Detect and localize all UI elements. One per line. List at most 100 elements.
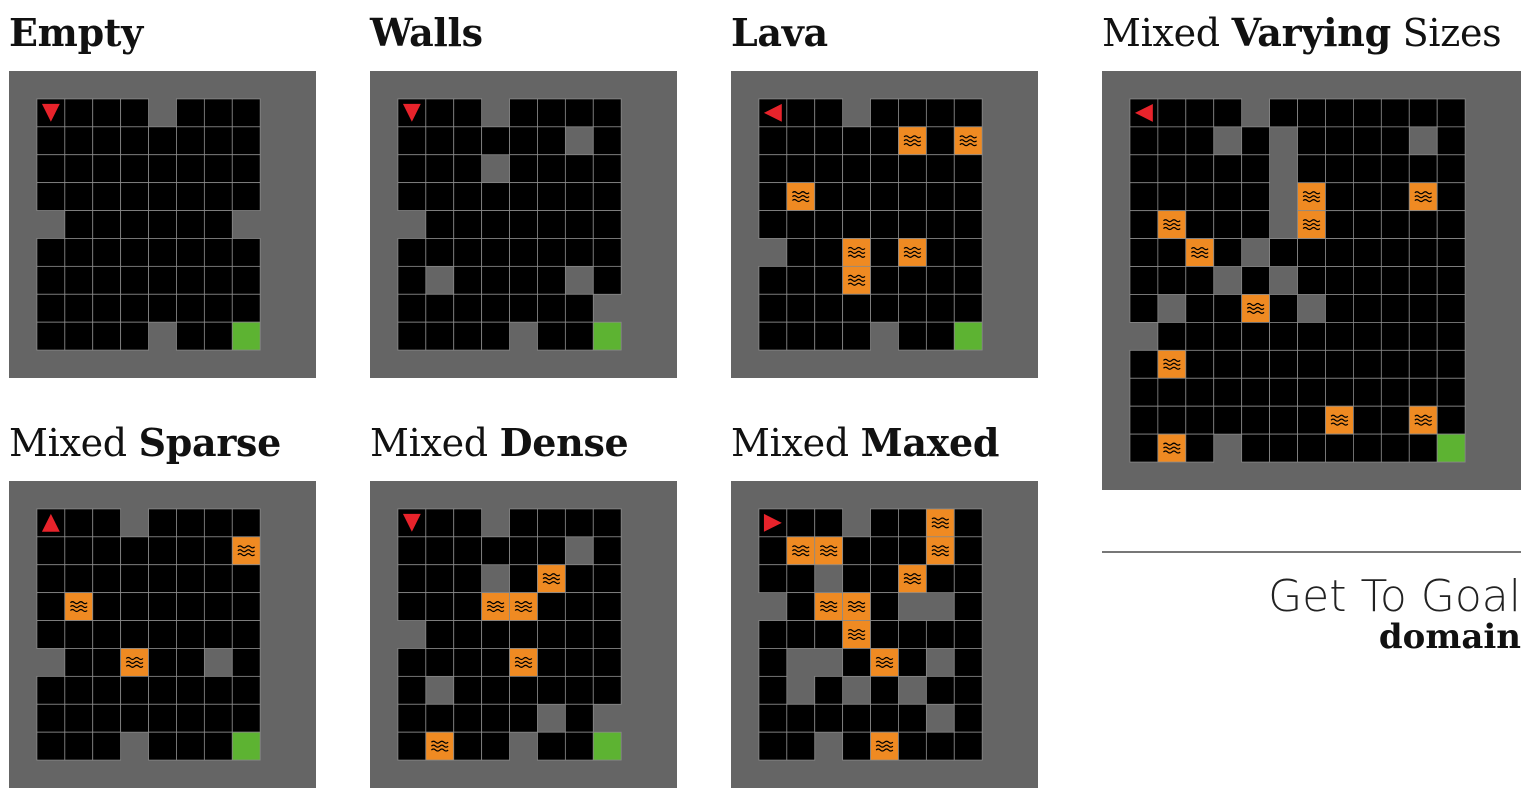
floor-cell: [953, 675, 983, 705]
floor-cell: [1269, 405, 1298, 435]
floor-cell: [786, 731, 816, 761]
lava-wave-icon: [514, 608, 533, 613]
floor-cell: [1380, 405, 1410, 435]
panel-title: Mixed Sparse: [9, 420, 282, 465]
floor-cell: [953, 536, 983, 566]
floor-cell: [1213, 321, 1243, 351]
floor-cell: [148, 265, 177, 295]
floor-cell: [953, 293, 983, 323]
floor-cell: [786, 210, 816, 239]
floor-cell: [231, 98, 261, 128]
floor-cell: [453, 321, 483, 351]
floor-cell: [481, 648, 510, 677]
floor-cell: [786, 592, 816, 621]
lava-wave-icon: [1163, 358, 1181, 362]
floor-cell: [120, 182, 149, 211]
floor-cell: [786, 238, 816, 267]
lava-wave-icon: [237, 545, 256, 549]
lava-wave-icon: [847, 278, 866, 282]
floor-cell: [758, 731, 788, 761]
lava-wave-icon: [931, 521, 950, 525]
lava-wave-icon: [819, 545, 838, 549]
floor-cell: [564, 703, 594, 733]
floor-cell: [1380, 377, 1410, 407]
floor-cell: [564, 293, 594, 323]
floor-cell: [925, 238, 955, 267]
lava-wave-icon: [486, 604, 505, 609]
floor-cell: [509, 238, 538, 267]
lava-wave-icon: [847, 282, 866, 286]
floor-cell: [898, 293, 927, 323]
floor-cell: [870, 98, 899, 128]
lava-wave-icon: [847, 246, 866, 251]
floor-cell: [203, 703, 233, 733]
floor-cell: [509, 98, 538, 128]
floor-cell: [1297, 154, 1326, 184]
floor-cell: [1213, 294, 1243, 323]
lava-wave-icon: [931, 517, 950, 521]
floor-cell: [176, 293, 205, 323]
floor-cell: [953, 182, 983, 211]
floor-cell: [92, 238, 122, 267]
gridworld-mixed-dense: [370, 481, 677, 788]
floor-cell: [814, 210, 844, 239]
floor-cell: [509, 265, 538, 295]
floor-cell: [1380, 321, 1410, 351]
lava-wave-icon: [1163, 450, 1181, 454]
floor-cell: [1129, 349, 1159, 379]
floor-cell: [1185, 154, 1215, 184]
floor-cell: [453, 536, 483, 566]
floor-cell: [453, 703, 483, 733]
floor-cell: [814, 703, 844, 733]
floor-cell: [786, 154, 816, 184]
floor-cell: [537, 675, 566, 705]
floor-cell: [786, 620, 816, 649]
floor-cell: [870, 182, 899, 211]
panel-title: Mixed Dense: [370, 420, 629, 465]
lava-wave-icon: [791, 553, 810, 557]
caption-subtitle: domain: [1378, 617, 1521, 658]
floor-cell: [870, 126, 899, 156]
floor-cell: [870, 154, 899, 184]
floor-cell: [64, 126, 94, 156]
floor-cell: [1241, 182, 1271, 212]
lava-wave-icon: [903, 135, 922, 139]
floor-cell: [509, 210, 538, 239]
floor-cell: [564, 675, 594, 705]
floor-cell: [758, 703, 788, 733]
lava-wave-icon: [1302, 195, 1321, 199]
floor-cell: [120, 592, 149, 621]
floor-cell: [453, 293, 483, 323]
floor-cell: [1157, 126, 1187, 156]
floor-cell: [870, 675, 899, 705]
floor-cell: [92, 703, 122, 733]
floor-cell: [231, 508, 261, 538]
lava-wave-icon: [486, 608, 505, 613]
floor-cell: [120, 98, 149, 128]
lava-wave-icon: [125, 660, 144, 665]
floor-cell: [397, 154, 427, 184]
floor-cell: [203, 592, 233, 621]
floor-cell: [176, 321, 205, 351]
floor-cell: [92, 536, 122, 566]
lava-wave-icon: [1163, 219, 1181, 223]
floor-cell: [231, 154, 261, 184]
floor-cell: [64, 154, 94, 184]
floor-cell: [1352, 294, 1382, 323]
floor-cell: [509, 675, 538, 705]
floor-cell: [953, 508, 983, 538]
floor-cell: [425, 592, 455, 621]
floor-cell: [509, 293, 538, 323]
floor-cell: [898, 620, 927, 649]
floor-cell: [870, 293, 899, 323]
floor-cell: [1213, 405, 1243, 435]
lava-wave-icon: [1302, 219, 1321, 223]
lava-wave-icon: [125, 664, 144, 668]
floor-cell: [1352, 126, 1382, 156]
floor-cell: [758, 620, 788, 649]
floor-cell: [1129, 405, 1159, 435]
floor-cell: [397, 238, 427, 267]
floor-cell: [1297, 238, 1326, 267]
lava-wave-icon: [542, 580, 561, 585]
floor-cell: [453, 210, 483, 239]
